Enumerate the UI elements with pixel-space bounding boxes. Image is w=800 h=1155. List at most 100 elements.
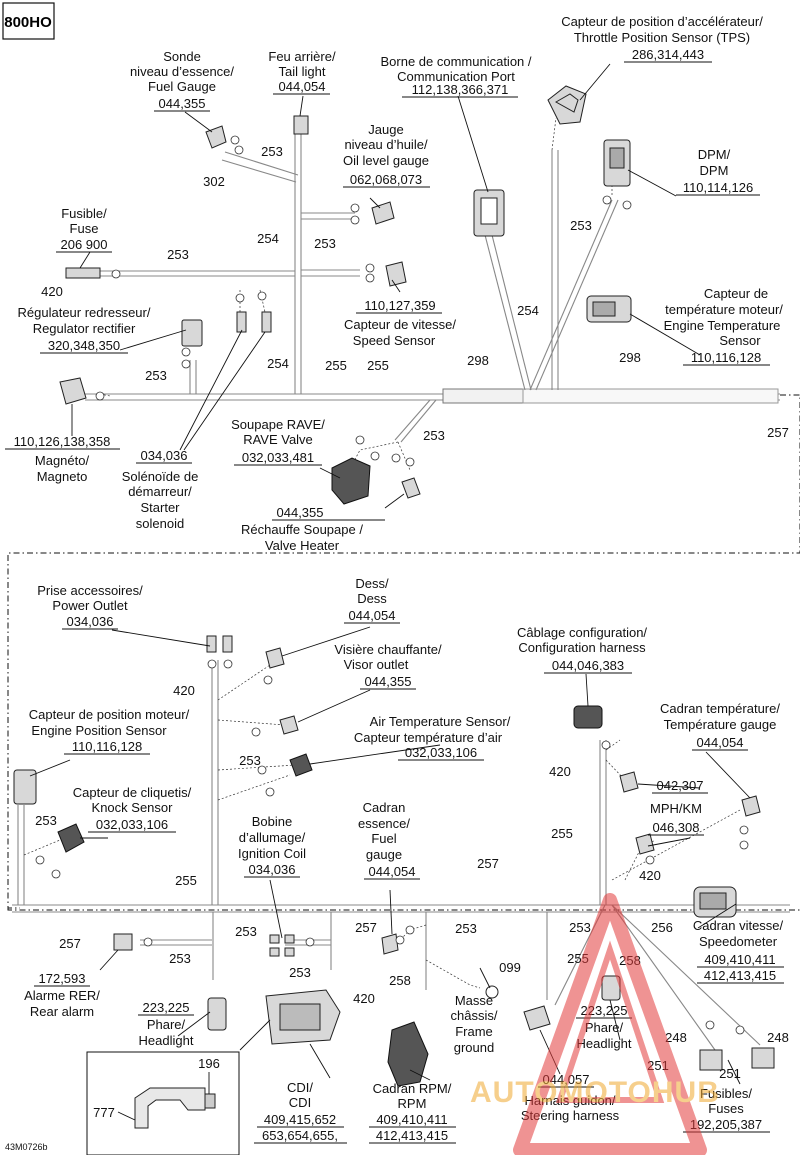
svg-text:032,033,106: 032,033,106 bbox=[405, 745, 477, 760]
upper-connectors bbox=[59, 85, 632, 505]
svg-text:253: 253 bbox=[261, 144, 283, 159]
svg-text:257: 257 bbox=[355, 920, 377, 935]
label-tail-light: Feu arrière/ Tail light 044,054 bbox=[268, 49, 336, 95]
svg-text:099: 099 bbox=[499, 960, 521, 975]
svg-text:Fuel: Fuel bbox=[371, 831, 396, 846]
svg-text:420: 420 bbox=[549, 764, 571, 779]
label-comm-port: Borne de communication / Communication P… bbox=[380, 54, 532, 98]
svg-text:Visor outlet: Visor outlet bbox=[344, 657, 409, 672]
svg-text:044,054: 044,054 bbox=[697, 735, 744, 750]
svg-text:253: 253 bbox=[570, 218, 592, 233]
svg-text:Cadran température/: Cadran température/ bbox=[660, 701, 780, 716]
label-knock: Capteur de cliquetis/ Knock Sensor 032,0… bbox=[73, 785, 192, 833]
svg-text:032,033,106: 032,033,106 bbox=[96, 817, 168, 832]
svg-text:Dess/: Dess/ bbox=[355, 576, 389, 591]
label-power-outlet: Prise accessoires/ Power Outlet 034,036 bbox=[37, 583, 143, 630]
svg-text:Alarme RER/: Alarme RER/ bbox=[24, 988, 100, 1003]
watermark: AUTOMOTOHUB bbox=[470, 893, 719, 1155]
svg-text:Réchauffe Soupape /: Réchauffe Soupape / bbox=[241, 522, 363, 537]
svg-text:Oil level gauge: Oil level gauge bbox=[343, 153, 429, 168]
svg-text:777: 777 bbox=[93, 1105, 115, 1120]
svg-text:Speed Sensor: Speed Sensor bbox=[353, 333, 436, 348]
svg-text:RPM: RPM bbox=[398, 1096, 427, 1111]
ign-coil-connectors bbox=[269, 934, 295, 957]
svg-text:172,593: 172,593 bbox=[39, 971, 86, 986]
rpm-connector bbox=[387, 1021, 429, 1087]
label-rave: Soupape RAVE/ RAVE Valve 032,033,481 bbox=[231, 417, 325, 466]
svg-text:251: 251 bbox=[719, 1066, 741, 1081]
label-fuel-dial: Cadran essence/ Fuel gauge 044,054 bbox=[358, 800, 420, 880]
power-outlet-connectors bbox=[206, 635, 233, 653]
svg-text:niveau d’huile/: niveau d’huile/ bbox=[344, 137, 428, 152]
cdi-module bbox=[265, 989, 341, 1045]
label-config-harness: Câblage configuration/ Configuration har… bbox=[517, 625, 647, 674]
svg-text:034,036: 034,036 bbox=[141, 448, 188, 463]
svg-text:254: 254 bbox=[267, 356, 289, 371]
svg-text:409,410,411: 409,410,411 bbox=[704, 952, 775, 967]
svg-text:248: 248 bbox=[767, 1030, 789, 1045]
svg-text:Capteur de position d’accéléra: Capteur de position d’accélérateur/ bbox=[561, 14, 763, 29]
svg-text:257: 257 bbox=[477, 856, 499, 871]
config-harness-connector bbox=[573, 705, 603, 729]
label-dpm: DPM/ DPM 110,114,126 bbox=[676, 147, 760, 196]
svg-text:253: 253 bbox=[455, 921, 477, 936]
model-label: 800HO bbox=[4, 14, 52, 31]
svg-text:255: 255 bbox=[367, 358, 389, 373]
svg-text:Cadran vitesse/: Cadran vitesse/ bbox=[693, 918, 784, 933]
svg-text:RAVE Valve: RAVE Valve bbox=[243, 432, 313, 447]
svg-text:110,116,128: 110,116,128 bbox=[691, 350, 761, 365]
svg-text:ground: ground bbox=[454, 1040, 494, 1055]
svg-text:042,307: 042,307 bbox=[657, 778, 704, 793]
valve-heater-connector bbox=[401, 477, 421, 499]
svg-text:Visière chauffante/: Visière chauffante/ bbox=[334, 642, 442, 657]
svg-text:Rear alarm: Rear alarm bbox=[30, 1004, 94, 1019]
svg-text:192,205,387: 192,205,387 bbox=[690, 1117, 762, 1132]
label-air-temp: Air Temperature Sensor/ Capteur températ… bbox=[354, 714, 511, 761]
svg-text:Borne de communication /: Borne de communication / bbox=[380, 54, 531, 69]
svg-text:Soupape RAVE/: Soupape RAVE/ bbox=[231, 417, 325, 432]
fuses-connectors bbox=[699, 1047, 775, 1071]
svg-text:Phare/: Phare/ bbox=[147, 1017, 186, 1032]
label-engine-pos: Capteur de position moteur/ Engine Posit… bbox=[29, 707, 190, 755]
svg-text:Sonde: Sonde bbox=[163, 49, 201, 64]
svg-text:Fuses: Fuses bbox=[708, 1101, 744, 1116]
svg-text:Bobine: Bobine bbox=[252, 814, 292, 829]
comm-port-connector bbox=[473, 189, 505, 237]
label-cdi: CDI/ CDI 409,415,652 653,654,655, bbox=[254, 1080, 347, 1144]
svg-text:253: 253 bbox=[239, 753, 261, 768]
svg-text:412,413,415: 412,413,415 bbox=[376, 1128, 448, 1143]
svg-text:Température gauge: Température gauge bbox=[664, 717, 777, 732]
svg-text:253: 253 bbox=[569, 920, 591, 935]
svg-text:044,054: 044,054 bbox=[369, 864, 416, 879]
mph-connector bbox=[635, 833, 655, 855]
svg-text:Sensor: Sensor bbox=[719, 333, 761, 348]
svg-text:solenoid: solenoid bbox=[136, 516, 184, 531]
label-fuses: Fusibles/ Fuses 192,205,387 bbox=[683, 1086, 770, 1133]
svg-text:110,116,128: 110,116,128 bbox=[72, 739, 142, 754]
tail-light-connector bbox=[293, 115, 309, 135]
svg-text:température moteur/: température moteur/ bbox=[665, 302, 783, 317]
svg-text:206 900: 206 900 bbox=[61, 237, 108, 252]
svg-text:110,127,359: 110,127,359 bbox=[364, 298, 435, 313]
svg-text:Câblage configuration/: Câblage configuration/ bbox=[517, 625, 647, 640]
svg-text:254: 254 bbox=[257, 231, 279, 246]
lower-harness bbox=[12, 660, 790, 1051]
svg-text:223,225: 223,225 bbox=[143, 1000, 190, 1015]
svg-text:gauge: gauge bbox=[366, 847, 402, 862]
svg-text:CDI: CDI bbox=[289, 1095, 311, 1110]
svg-text:253: 253 bbox=[167, 247, 189, 262]
svg-text:niveau d’essence/: niveau d’essence/ bbox=[130, 64, 234, 79]
svg-text:110,126,138,358: 110,126,138,358 bbox=[14, 434, 111, 449]
oil-gauge-connector bbox=[371, 201, 395, 225]
svg-text:044,054: 044,054 bbox=[279, 79, 326, 94]
svg-text:409,410,411: 409,410,411 bbox=[376, 1112, 447, 1127]
svg-text:253: 253 bbox=[289, 965, 311, 980]
svg-text:112,138,366,371: 112,138,366,371 bbox=[412, 82, 509, 97]
svg-text:Fuse: Fuse bbox=[70, 221, 99, 236]
svg-text:253: 253 bbox=[423, 428, 445, 443]
svg-text:253: 253 bbox=[145, 368, 167, 383]
svg-text:044,355: 044,355 bbox=[159, 96, 206, 111]
svg-text:Starter: Starter bbox=[140, 500, 180, 515]
svg-text:Steering harness: Steering harness bbox=[521, 1108, 620, 1123]
svg-text:Engine Position Sensor: Engine Position Sensor bbox=[31, 723, 167, 738]
